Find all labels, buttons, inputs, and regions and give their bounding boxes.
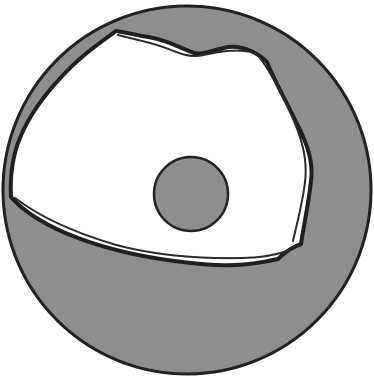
central-sphere	[154, 157, 228, 231]
